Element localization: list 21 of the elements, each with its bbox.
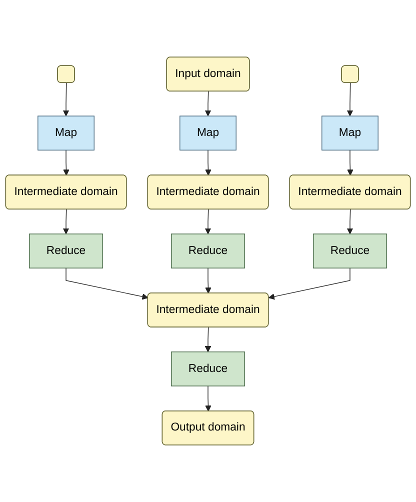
node-box: Map — [38, 116, 94, 150]
arrow — [204, 327, 212, 352]
arrow — [66, 268, 148, 300]
arrow — [205, 150, 212, 176]
node-box: Reduce — [171, 352, 245, 386]
node-box: Map — [322, 116, 378, 150]
arrow — [205, 268, 212, 294]
arrow — [63, 150, 70, 176]
node-box: Reduce — [312, 234, 387, 268]
node-box: Reduce — [29, 234, 104, 268]
arrow — [62, 209, 70, 234]
arrow — [268, 268, 350, 300]
arrow — [204, 91, 212, 116]
node-box: Reduce — [171, 234, 245, 268]
node-box: Map — [180, 116, 236, 150]
arrow — [205, 386, 212, 412]
arrow — [62, 82, 70, 116]
arrow — [347, 150, 354, 176]
arrow — [346, 209, 354, 234]
arrow — [346, 82, 354, 116]
arrow — [204, 209, 212, 234]
